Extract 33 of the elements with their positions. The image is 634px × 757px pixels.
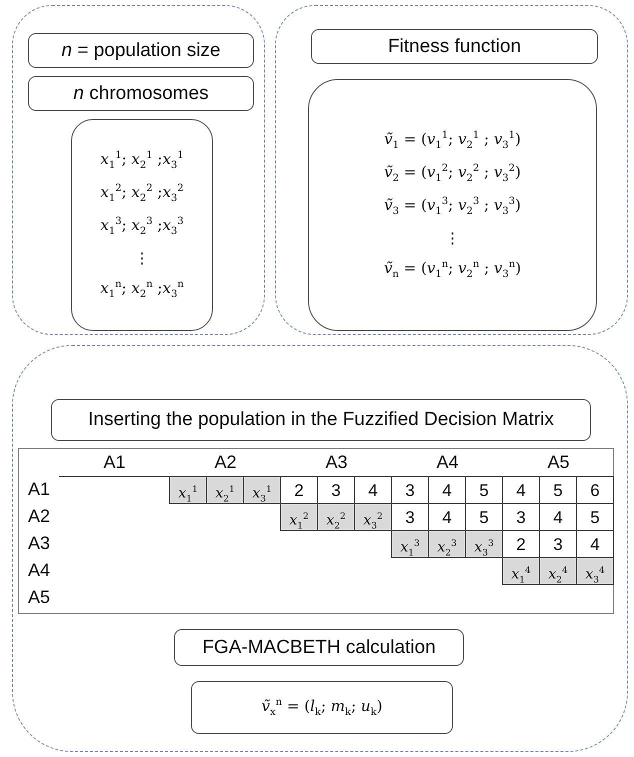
row-header: A2 bbox=[26, 506, 52, 527]
box-label: n chromosomes bbox=[73, 82, 209, 104]
rounded-box bbox=[308, 79, 597, 331]
rounded-box bbox=[174, 629, 464, 666]
rounded-box bbox=[28, 33, 254, 68]
dashed-panel bbox=[12, 5, 265, 335]
rounded-box bbox=[71, 119, 213, 331]
column-header: A4 bbox=[435, 452, 460, 473]
formula: ⋮ bbox=[134, 249, 150, 267]
dashed-panel bbox=[275, 5, 628, 335]
column-header: A1 bbox=[102, 452, 127, 473]
box-label: n = population size bbox=[62, 40, 220, 62]
formula: ṽ$_{1}$ = (v$_{1}$$^{1}$; v$_{2}$$^{1}$ ; v$_{3}$$^{1}$) bbox=[384, 130, 521, 151]
rounded-box bbox=[311, 29, 598, 64]
box-label: FGA-MACBETH calculation bbox=[202, 636, 436, 658]
box-label: Fitness function bbox=[388, 36, 522, 58]
dashed-panel bbox=[12, 345, 628, 752]
column-header: A2 bbox=[213, 452, 238, 473]
column-header: A5 bbox=[546, 452, 571, 473]
row-header: A1 bbox=[26, 479, 52, 500]
formula: ṽ$_{3}$ = (v$_{1}$$^{3}$; v$_{2}$$^{3}$ ; v$_{3}$$^{3}$) bbox=[384, 196, 521, 217]
rounded-box bbox=[191, 681, 453, 734]
box-label: Inserting the population in the Fuzzified Decision Matrix bbox=[88, 409, 554, 431]
formula: ṽ$_{x}$$^{n}$ = (l$_{k}$; m$_{k}$; u$_{k}$) bbox=[262, 697, 382, 718]
row-header: A5 bbox=[26, 587, 52, 608]
rounded-box bbox=[51, 399, 591, 441]
column-header: A3 bbox=[324, 452, 349, 473]
formula: ṽ$_{2}$ = (v$_{1}$$^{2}$; v$_{2}$$^{2}$ ; v$_{3}$$^{2}$) bbox=[384, 163, 521, 184]
row-header: A4 bbox=[26, 560, 52, 581]
rounded-box bbox=[28, 76, 254, 111]
formula: ṽ$_{n}$ = (v$_{1}$$^{n}$; v$_{2}$$^{n}$ ; v$_{3}$$^{n}$) bbox=[384, 259, 522, 280]
row-header: A3 bbox=[26, 533, 52, 554]
formula: ⋮ bbox=[445, 229, 460, 247]
